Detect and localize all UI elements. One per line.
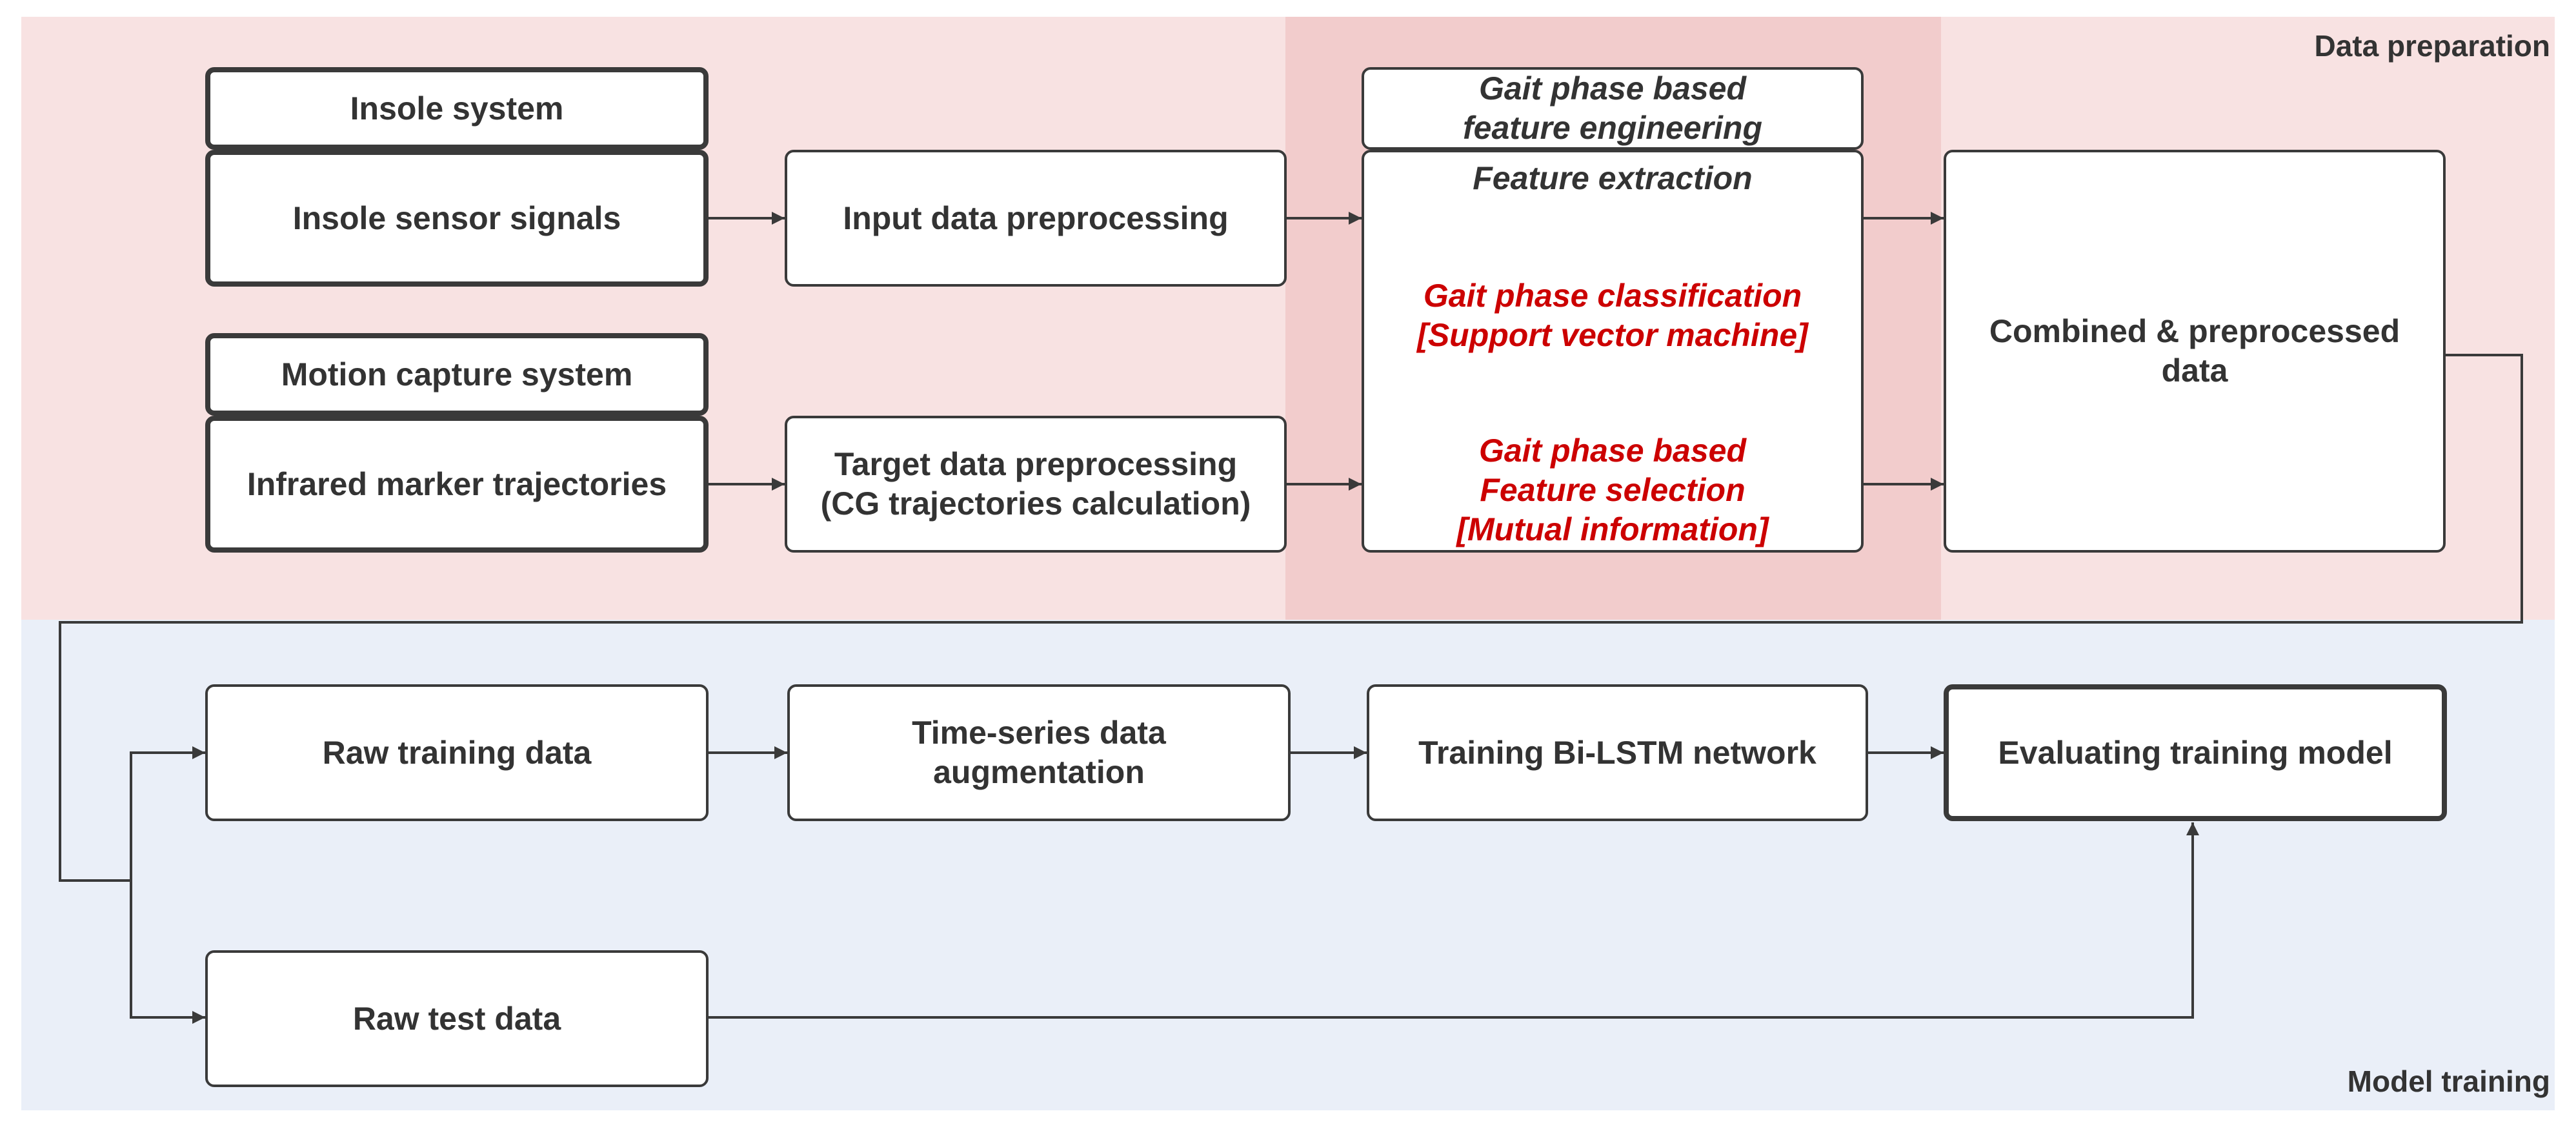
- motion-capture-system-label: Motion capture system: [281, 356, 633, 392]
- training-bilstm-label: Training Bi-LSTM network: [1418, 734, 1816, 771]
- input-data-preprocessing-label: Input data preprocessing: [843, 199, 1229, 236]
- data-preparation-label: Data preparation: [2314, 29, 2550, 63]
- infrared-marker-trajectories-label: Infrared marker trajectories: [247, 465, 667, 502]
- insole-sensor-signals-label: Insole sensor signals: [292, 199, 621, 236]
- combined-preprocessed-data-label-2: data: [2161, 352, 2228, 389]
- time-series-augmentation-label: Time-series data: [912, 715, 1166, 751]
- model-training-label: Model training: [2347, 1065, 2550, 1098]
- arrow-to-raw-training: [130, 746, 205, 881]
- gait-phase-classification-step: Gait phase classification [Support vecto…: [1417, 278, 1808, 353]
- input-data-preprocessing-box: Input data preprocessing: [785, 150, 1287, 287]
- raw-training-data-box: Raw training data: [205, 684, 709, 821]
- line-combined-to-training: [59, 354, 2523, 882]
- motion-capture-system-box: Motion capture system: [205, 333, 709, 416]
- combined-preprocessed-data-box: Combined & preprocessed data: [1944, 150, 2446, 553]
- feature-engineering-header-line2: feature engineering: [1463, 110, 1762, 146]
- feature-selection-step: Gait phase based Feature selection [Mutu…: [1456, 433, 1769, 547]
- evaluating-training-model-label: Evaluating training model: [1998, 734, 2393, 771]
- target-data-preprocessing-label: Target data preprocessing: [834, 446, 1238, 482]
- arrow-raw-test-to-evaluate: [709, 822, 2199, 1019]
- training-bilstm-box: Training Bi-LSTM network: [1367, 684, 1868, 821]
- feature-extraction-step: Feature extraction: [1473, 160, 1753, 196]
- insole-system-label: Insole system: [350, 90, 564, 127]
- target-data-preprocessing-box: Target data preprocessing (CG trajectori…: [785, 416, 1287, 553]
- combined-preprocessed-data-label: Combined & preprocessed: [1989, 313, 2400, 349]
- infrared-marker-trajectories-box: Infrared marker trajectories: [205, 416, 709, 553]
- insole-sensor-signals-box: Insole sensor signals: [205, 150, 709, 287]
- raw-training-data-label: Raw training data: [322, 734, 592, 771]
- raw-test-data-label: Raw test data: [352, 1000, 561, 1037]
- time-series-augmentation-label-2: augmentation: [933, 754, 1145, 790]
- feature-engineering-box: Feature extraction Gait phase classifica…: [1362, 150, 1864, 553]
- insole-system-box: Insole system: [205, 67, 709, 150]
- time-series-augmentation-box: Time-series data augmentation: [787, 684, 1291, 821]
- feature-engineering-header-box: Gait phase based feature engineering: [1362, 67, 1864, 150]
- feature-engineering-header-line1: Gait phase based: [1478, 70, 1747, 107]
- raw-test-data-box: Raw test data: [205, 950, 709, 1087]
- target-data-preprocessing-sublabel: (CG trajectories calculation): [820, 485, 1251, 522]
- arrow-to-raw-test: [130, 881, 205, 1024]
- evaluating-training-model-box: Evaluating training model: [1944, 684, 2447, 821]
